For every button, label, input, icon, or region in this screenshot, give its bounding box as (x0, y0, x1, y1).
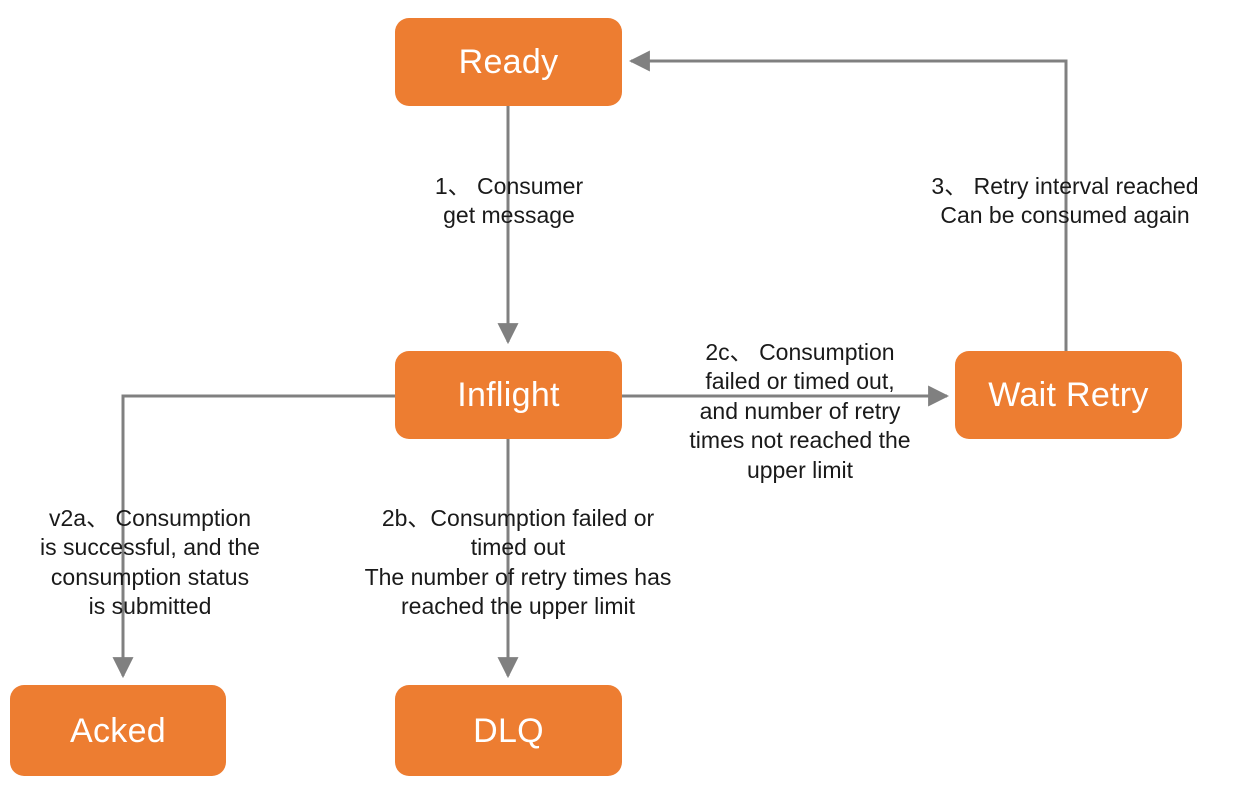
node-dlq[interactable]: DLQ (395, 685, 622, 776)
edge-label-wait-retry-to-ready: 3、 Retry interval reached Can be consume… (931, 173, 1199, 229)
node-ready[interactable]: Ready (395, 18, 622, 106)
node-wait-retry[interactable]: Wait Retry (955, 351, 1182, 439)
node-ready-label: Ready (458, 43, 559, 81)
node-acked[interactable]: Acked (10, 685, 226, 776)
node-wait-retry-label: Wait Retry (988, 376, 1149, 414)
node-inflight[interactable]: Inflight (395, 351, 622, 439)
node-acked-label: Acked (70, 711, 166, 750)
node-inflight-label: Inflight (457, 376, 560, 414)
edge-label-inflight-to-acked: v2a、 Consumption is successful, and the … (40, 505, 260, 620)
edge-label-ready-to-inflight: 1、 Consumer get message (434, 173, 584, 229)
edge-label-inflight-to-dlq: 2b、Consumption failed or timed out The n… (364, 505, 672, 620)
node-dlq-label: DLQ (473, 711, 544, 750)
edge-label-inflight-to-wait-retry: 2c、 Consumption failed or timed out, and… (689, 339, 911, 483)
